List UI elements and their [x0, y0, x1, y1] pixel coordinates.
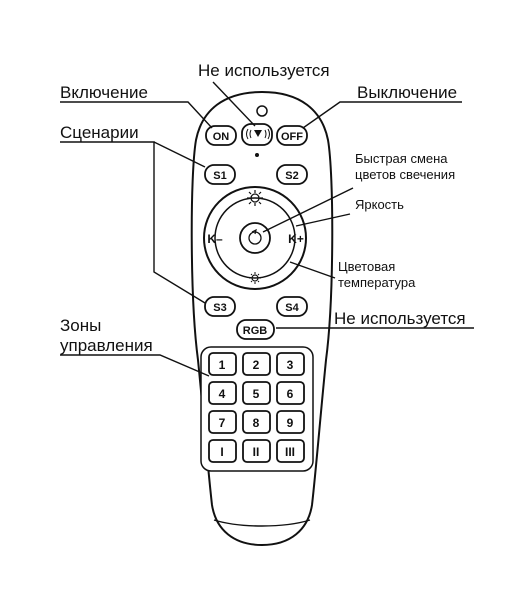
zone-button[interactable]: [276, 352, 305, 376]
k-minus-label[interactable]: K–: [207, 232, 223, 246]
label-not-used-rgb: Не используется: [334, 309, 466, 328]
brightness-up-icon[interactable]: [247, 190, 263, 206]
leader-fast-color: [262, 187, 354, 233]
zone-button-label: I: [220, 445, 223, 459]
leader-scenes: [60, 141, 206, 304]
zone-button[interactable]: [242, 410, 271, 434]
label-color-temp-1: Цветовая: [338, 259, 395, 274]
on-button[interactable]: [205, 125, 237, 146]
label-power-off: Выключение: [357, 83, 457, 102]
zone-button-label: 6: [287, 387, 294, 401]
leader-brightness: [295, 213, 351, 227]
off-button[interactable]: [276, 125, 308, 146]
s2-button-label: S2: [285, 170, 298, 182]
zone-grid: 1 2 3 4 5 6 7 8 9 I II III: [208, 352, 305, 463]
brightness-down-icon[interactable]: [249, 272, 261, 284]
zone-button-label: 3: [287, 358, 294, 372]
remote-body: [190, 90, 334, 547]
zone-button[interactable]: [276, 410, 305, 434]
label-power-on: Включение: [60, 83, 148, 102]
s4-button[interactable]: [276, 296, 308, 317]
off-button-label: OFF: [281, 131, 303, 143]
label-brightness: Яркость: [355, 197, 404, 212]
leader-power-off: [302, 101, 462, 129]
zone-button-label: 5: [253, 387, 260, 401]
color-cycle-icon: [248, 228, 262, 245]
leader-color-temp: [289, 261, 336, 279]
zone-button-label: 8: [253, 416, 260, 430]
label-color-temp-2: температура: [338, 275, 416, 290]
label-zones-1: Зоны: [60, 316, 101, 335]
zone-button[interactable]: [242, 381, 271, 405]
ir-led: [256, 105, 268, 117]
label-not-used-top: Не используется: [198, 61, 330, 80]
on-button-label: ON: [213, 131, 230, 143]
zone-button-label: 1: [219, 358, 226, 372]
leader-zones: [60, 354, 210, 377]
leader-scenes-s1: [153, 141, 206, 168]
remote-bottom-band: [213, 519, 311, 527]
zone-button[interactable]: [208, 352, 237, 376]
label-scenes: Сценарии: [60, 123, 139, 142]
s2-button[interactable]: [276, 164, 308, 185]
center-button[interactable]: [239, 222, 271, 254]
rgb-button[interactable]: [236, 319, 275, 340]
zone-button-label: 9: [287, 416, 294, 430]
k-plus-label[interactable]: K+: [288, 232, 304, 246]
zone-button-label: 4: [219, 387, 226, 401]
zone-button-label: II: [253, 445, 260, 459]
label-zones-2: управления: [60, 336, 153, 355]
leader-power-on: [60, 101, 213, 129]
s1-button[interactable]: [204, 164, 236, 185]
zone-button-label: 2: [253, 358, 260, 372]
s3-button-label: S3: [213, 302, 226, 314]
zone-button[interactable]: [242, 352, 271, 376]
s3-button[interactable]: [204, 296, 236, 317]
s4-button-label: S4: [285, 302, 299, 314]
zone-button[interactable]: [208, 439, 237, 463]
leader-not-used-top: [212, 81, 256, 127]
zone-button[interactable]: [276, 439, 305, 463]
zone-button-label: III: [285, 445, 295, 459]
zone-button[interactable]: [208, 381, 237, 405]
label-fast-color-2: цветов свечения: [355, 167, 455, 182]
control-wheel-inner: [214, 197, 296, 279]
broadcast-icon: [246, 128, 270, 140]
zone-button[interactable]: [242, 439, 271, 463]
zone-button-label: 7: [219, 416, 226, 430]
label-fast-color-1: Быстрая смена: [355, 151, 448, 166]
rgb-button-label: RGB: [243, 325, 268, 337]
s1-button-label: S1: [213, 170, 226, 182]
zone-button[interactable]: [276, 381, 305, 405]
indicator-dot: [255, 153, 259, 157]
zone-button[interactable]: [208, 410, 237, 434]
